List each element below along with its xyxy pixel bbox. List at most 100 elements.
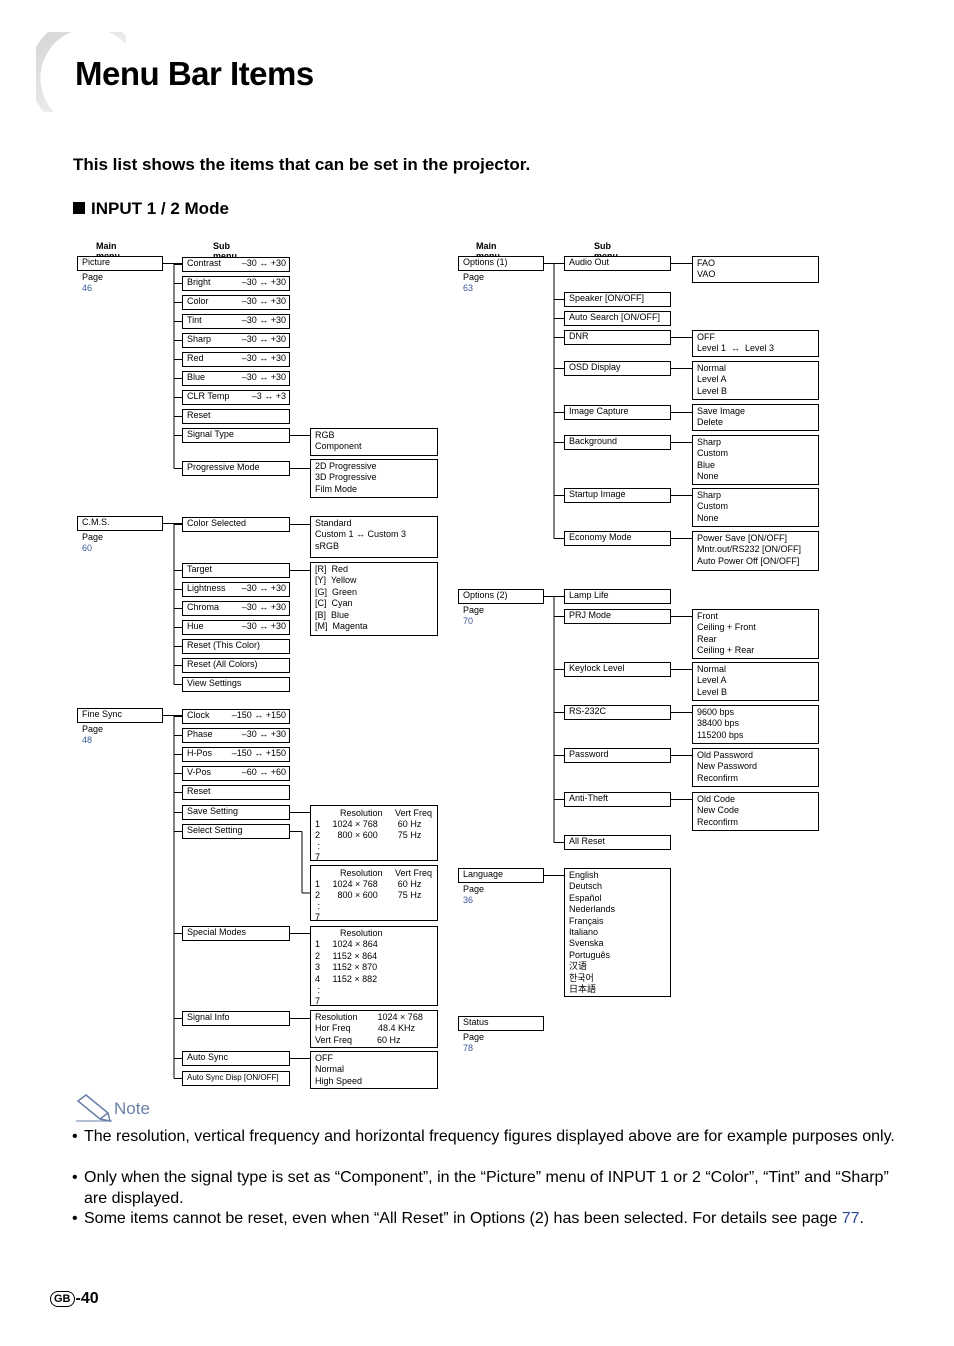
range-value: –30 ↔ +30	[241, 621, 286, 631]
item-label: Language	[463, 869, 504, 879]
item-label: Bright	[187, 277, 211, 287]
submenu-item: View Settings	[182, 677, 290, 692]
note-text: Some items cannot be reset, even when “A…	[84, 1210, 842, 1227]
page-link[interactable]: 60	[82, 543, 93, 553]
range-value: –30 ↔ +30	[241, 583, 286, 593]
page-reference: Page 36	[463, 884, 485, 905]
main-menu-c-m-s-: C.M.S.	[77, 516, 163, 531]
submenu-item: Keylock Level	[564, 662, 671, 677]
submenu-item: Anti-Theft	[564, 792, 671, 807]
note-text: The resolution, vertical frequency and h…	[84, 1128, 895, 1145]
main-menu-options-2-: Options (2)	[458, 589, 544, 604]
option-list: Resolution Vert Freq 1 1024 × 768 60 Hz …	[310, 805, 438, 862]
submenu-item: Signal Type	[182, 428, 290, 443]
item-label: Signal Type	[187, 429, 234, 439]
submenu-item: Bright–30 ↔ +30	[182, 276, 290, 291]
option-list: 9600 bps 38400 bps 115200 bps	[692, 705, 819, 744]
item-label: Background	[569, 436, 618, 446]
option-list: RGB Component	[310, 428, 438, 456]
page-link[interactable]: 63	[463, 283, 474, 293]
page-number: GB-40	[50, 1290, 99, 1308]
submenu-item: Reset	[182, 785, 290, 800]
item-label: Anti-Theft	[569, 793, 609, 803]
item-label: Red	[187, 353, 204, 363]
page-link[interactable]: 46	[82, 283, 93, 293]
page-link[interactable]: 78	[463, 1043, 474, 1053]
submenu-item: Lightness–30 ↔ +30	[182, 582, 290, 597]
subtitle: This list shows the items that can be se…	[73, 155, 531, 174]
submenu-item: Background	[564, 435, 671, 450]
submenu-item: Save Setting	[182, 805, 290, 820]
submenu-item: Reset (All Colors)	[182, 658, 290, 673]
item-label: Signal Info	[187, 1012, 230, 1022]
range-value: –150 ↔ +150	[231, 710, 286, 720]
note-bullet-3: •Some items cannot be reset, even when “…	[72, 1210, 864, 1227]
page-reference: Page 70	[463, 605, 485, 626]
range-value: –30 ↔ +30	[241, 258, 286, 268]
range-value: –30 ↔ +30	[241, 296, 286, 306]
submenu-item: Contrast–30 ↔ +30	[182, 257, 290, 272]
item-label: View Settings	[187, 678, 242, 688]
main-menu-picture: Picture	[77, 256, 163, 271]
item-label: Hue	[187, 621, 204, 631]
range-value: –30 ↔ +30	[241, 353, 286, 363]
note-bullet-1: •The resolution, vertical frequency and …	[72, 1128, 895, 1145]
submenu-item: PRJ Mode	[564, 609, 671, 624]
item-label: Startup Image	[569, 489, 626, 499]
item-label: DNR	[569, 331, 589, 341]
option-list: Normal Level A Level B	[692, 662, 819, 701]
item-label: Auto Sync Disp [ON/OFF]	[187, 1073, 279, 1082]
submenu-item: Clock–150 ↔ +150	[182, 709, 290, 724]
submenu-item: RS-232C	[564, 705, 671, 720]
submenu-item: V-Pos–60 ↔ +60	[182, 766, 290, 781]
page-reference: Page 78	[463, 1032, 485, 1053]
item-label: Special Modes	[187, 927, 247, 937]
range-value: –3 ↔ +3	[251, 391, 286, 401]
page-reference: Page 63	[463, 272, 485, 293]
note-text: Only when the signal type is set as “Com…	[84, 1169, 889, 1207]
title-arc-decoration	[36, 32, 126, 112]
section-label: INPUT 1 / 2 Mode	[91, 199, 229, 218]
option-list: FAO VAO	[692, 256, 819, 283]
item-label: Economy Mode	[569, 532, 632, 542]
item-label: Tint	[187, 315, 202, 325]
page-link[interactable]: 70	[463, 616, 474, 626]
submenu-item: Auto Search [ON/OFF]	[564, 311, 671, 326]
item-label: Target	[187, 564, 213, 574]
submenu-item: DNR	[564, 330, 671, 345]
item-label: C.M.S.	[82, 517, 110, 527]
submenu-item: Speaker [ON/OFF]	[564, 292, 671, 307]
submenu-item: Target	[182, 563, 290, 578]
submenu-item: Blue–30 ↔ +30	[182, 371, 290, 386]
main-menu-options-1-: Options (1)	[458, 256, 544, 271]
item-label: Speaker [ON/OFF]	[569, 293, 645, 303]
submenu-item: Progressive Mode	[182, 461, 290, 476]
submenu-item: Red –30 ↔ +30	[182, 352, 290, 367]
item-label: Select Setting	[187, 825, 243, 835]
item-label: PRJ Mode	[569, 610, 612, 620]
main-menu-language: Language	[458, 868, 544, 883]
range-value: –30 ↔ +30	[241, 729, 286, 739]
main-menu-status: Status	[458, 1016, 544, 1031]
item-label: Keylock Level	[569, 663, 625, 673]
item-label: Color	[187, 296, 209, 306]
option-list: Resolution 1024 × 768 Hor Freq 48.4 KHz …	[310, 1010, 438, 1048]
item-label: Picture	[82, 257, 111, 267]
page-reference: Page 48	[82, 724, 104, 745]
option-list: OFF Level 1 ↔ Level 3	[692, 330, 819, 357]
submenu-item: Hue –30 ↔ +30	[182, 620, 290, 635]
submenu-item: Color Selected	[182, 517, 290, 532]
page-link[interactable]: 48	[82, 735, 93, 745]
option-list: Old Code New Code Reconfirm	[692, 792, 819, 831]
item-label: Image Capture	[569, 406, 629, 416]
page-link[interactable]: 36	[463, 895, 474, 905]
submenu-item: H-Pos–150 ↔ +150	[182, 747, 290, 762]
item-label: CLR Temp	[187, 391, 230, 401]
column-header: Sub menu	[213, 241, 238, 261]
page-link[interactable]: 77	[841, 1210, 860, 1227]
submenu-item: Audio Out	[564, 256, 671, 271]
submenu-item: Auto Sync Disp [ON/OFF]	[182, 1071, 290, 1086]
item-label: Save Setting	[187, 806, 239, 816]
option-list: Front Ceiling + Front Rear Ceiling + Rea…	[692, 609, 819, 659]
